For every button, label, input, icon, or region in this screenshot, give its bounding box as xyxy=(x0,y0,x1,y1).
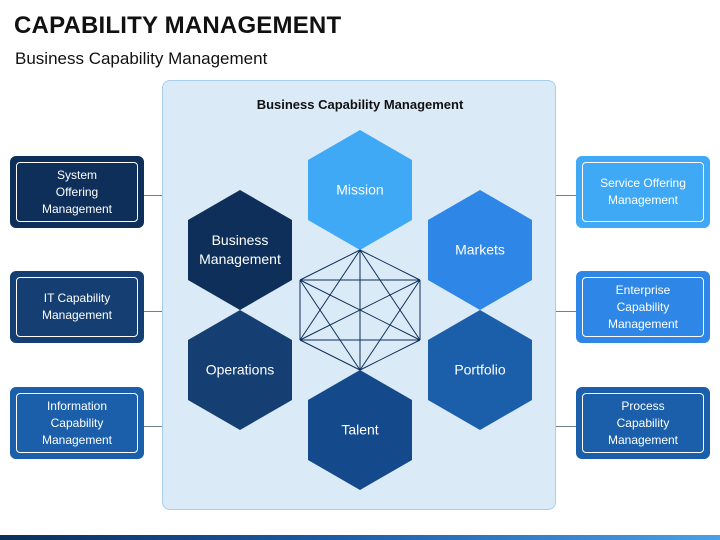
right-box-label: Service Offering Management xyxy=(582,162,704,222)
mesh-line xyxy=(299,249,361,281)
hexagon-portfolio xyxy=(428,310,532,430)
hexagon-operations xyxy=(188,310,292,430)
hex-label-operations: Operations xyxy=(205,361,275,378)
left-box-it-capability: IT Capability Management xyxy=(10,271,144,343)
panel-title: Business Capability Management xyxy=(256,97,464,112)
hexagon-business-management xyxy=(188,190,292,310)
right-box-enterprise-capability: Enterprise Capability Management xyxy=(576,271,710,343)
connector-left-2 xyxy=(144,311,162,312)
mesh-line xyxy=(359,249,421,281)
hexagon-markets xyxy=(428,190,532,310)
hex-label-business-management: Business Management xyxy=(199,232,281,267)
connector-right-2 xyxy=(556,311,576,312)
hex-label-portfolio: Portfolio xyxy=(454,361,506,378)
bottom-accent-bar xyxy=(0,535,720,540)
left-box-system-offering: System Offering Management xyxy=(10,156,144,228)
connector-right-3 xyxy=(556,426,576,427)
connector-right-1 xyxy=(556,195,576,196)
connector-left-3 xyxy=(144,426,162,427)
hex-label-markets: Markets xyxy=(455,241,505,258)
hexagon-talent xyxy=(308,370,412,490)
right-box-label: Enterprise Capability Management xyxy=(582,277,704,337)
mesh-line xyxy=(299,279,421,341)
page-title: CAPABILITY MANAGEMENT xyxy=(14,12,342,39)
mesh-line xyxy=(299,339,361,371)
left-box-information-capability: Information Capability Management xyxy=(10,387,144,459)
connector-left-1 xyxy=(144,195,162,196)
mesh-line xyxy=(299,279,361,371)
left-box-label: Information Capability Management xyxy=(16,393,138,453)
right-box-label: Process Capability Management xyxy=(582,393,704,453)
right-box-process-capability: Process Capability Management xyxy=(576,387,710,459)
hexagon-mission xyxy=(308,130,412,250)
left-box-label: IT Capability Management xyxy=(16,277,138,337)
left-box-label: System Offering Management xyxy=(16,162,138,222)
hex-label-mission: Mission xyxy=(336,181,384,198)
page-subtitle: Business Capability Management xyxy=(15,49,268,68)
right-box-service-offering: Service Offering Management xyxy=(576,156,710,228)
mesh-line xyxy=(359,339,421,371)
hex-label-talent: Talent xyxy=(341,421,379,438)
